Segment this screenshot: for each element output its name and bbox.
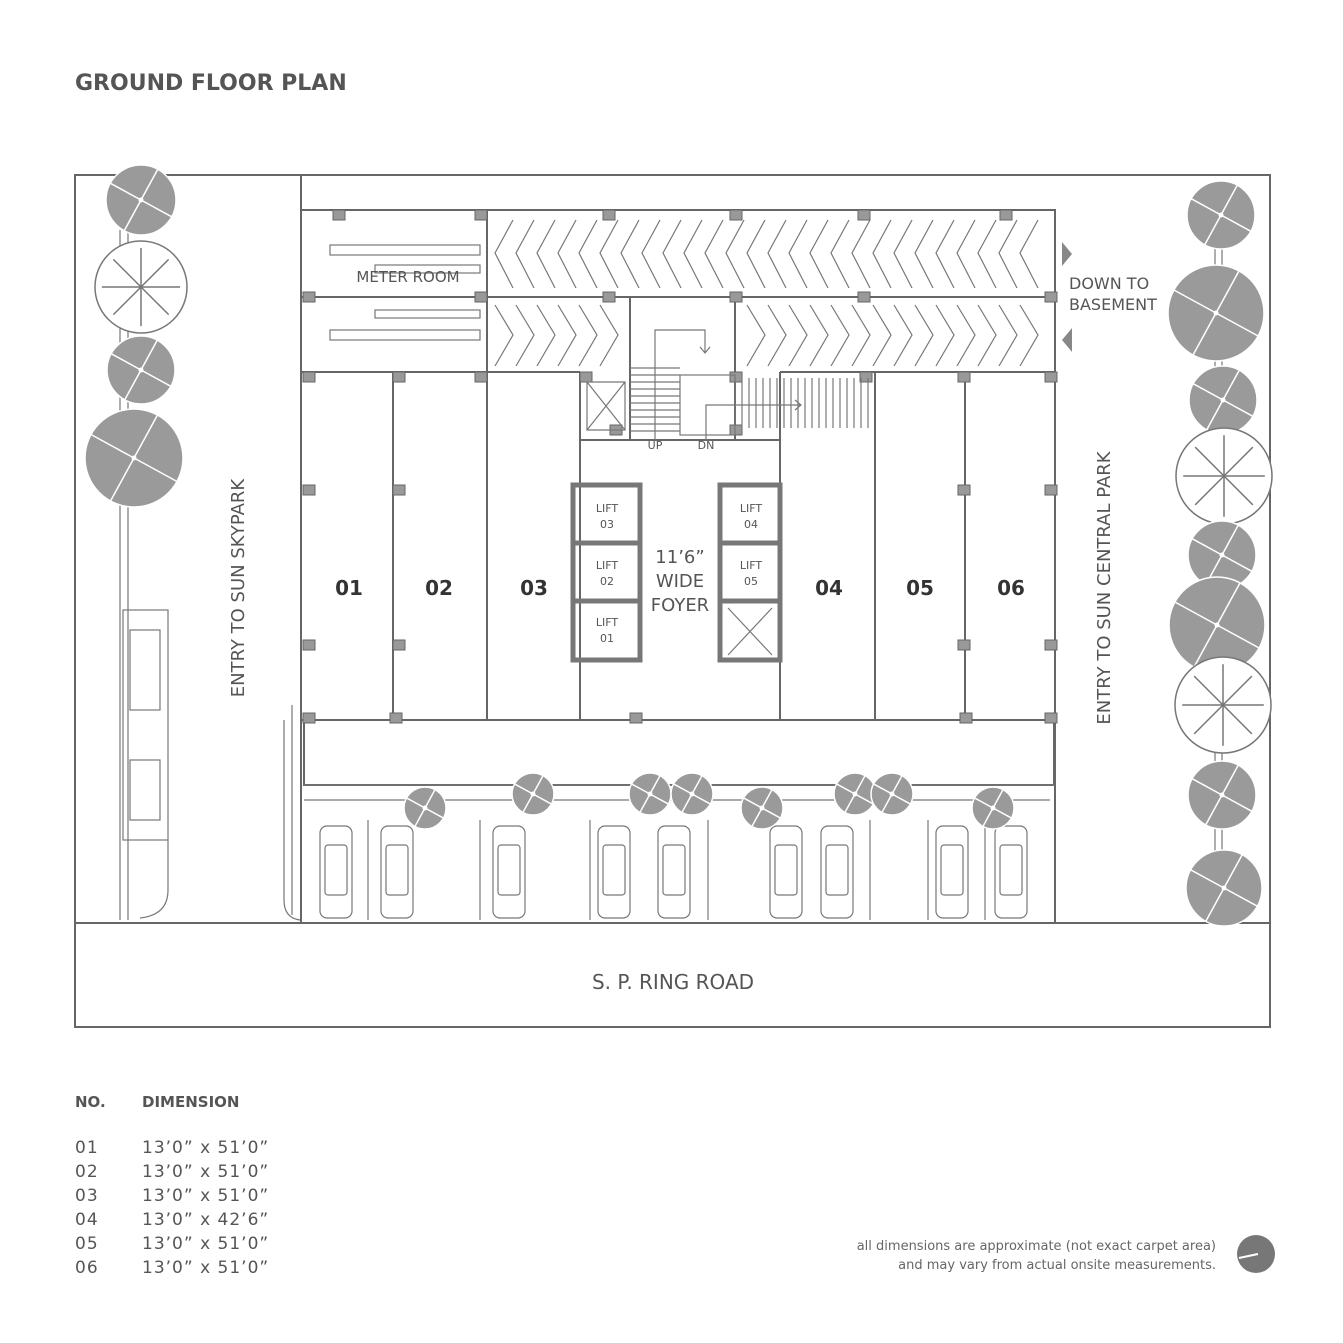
foyer-label: 11’6” WIDE FOYER — [651, 547, 709, 616]
tree-icon — [1188, 365, 1258, 435]
parking-ramp-chevrons — [494, 219, 1039, 367]
parking-cars — [319, 820, 1028, 920]
tree-icon — [106, 335, 176, 405]
shop-05: 05 — [906, 576, 934, 600]
tree-icon — [833, 772, 877, 816]
svg-text:DOWN TO: DOWN TO — [1069, 274, 1149, 293]
car-icon — [769, 825, 803, 919]
trees — [84, 164, 1273, 927]
entry-sun-central-park: ENTRY TO SUN CENTRAL PARK — [1094, 450, 1115, 724]
lift-05-no: 05 — [744, 575, 758, 588]
shop-04: 04 — [815, 576, 843, 600]
table-row: 06 13’0” x 51’0” — [75, 1258, 269, 1278]
row-no: 06 — [75, 1258, 99, 1278]
svg-text:UP: UP — [648, 439, 663, 452]
table-row: 04 13’0” x 42’6” — [75, 1210, 269, 1230]
staircase: UP DN — [586, 329, 869, 452]
table-row: 03 13’0” x 51’0” — [75, 1186, 269, 1206]
lift-01-no: 01 — [600, 632, 614, 645]
road-label: S. P. RING ROAD — [592, 970, 754, 994]
row-dimension: 13’0” x 51’0” — [142, 1258, 269, 1278]
svg-text:FOYER: FOYER — [651, 595, 709, 616]
row-no: 02 — [75, 1162, 99, 1182]
row-no: 04 — [75, 1210, 99, 1230]
col-no: NO. — [75, 1093, 106, 1111]
car-icon — [319, 825, 353, 919]
lift-02-no: 02 — [600, 575, 614, 588]
page-title: GROUND FLOOR PLAN — [75, 71, 347, 96]
dimension-table: NO. DIMENSION 01 13’0” x 51’0” 02 13’0” x 5… — [75, 1093, 269, 1278]
row-dimension: 13’0” x 51’0” — [142, 1162, 269, 1182]
tree-icon — [670, 772, 714, 816]
table-row: 01 13’0” x 51’0” — [75, 1138, 269, 1158]
down-to-basement: DOWN TO BASEMENT — [1062, 242, 1157, 352]
entry-sun-skypark: ENTRY TO SUN SKYPARK — [228, 478, 249, 698]
north-compass-icon — [1237, 1235, 1275, 1273]
car-icon — [820, 825, 854, 919]
site-boundary — [74, 174, 1271, 1028]
tree-icon — [870, 772, 914, 816]
row-no: 05 — [75, 1234, 99, 1254]
structural-columns — [302, 209, 1058, 724]
shop-01: 01 — [335, 576, 363, 600]
tree-icon — [740, 786, 784, 830]
disclaimer: all dimensions are approximate (not exac… — [857, 1239, 1216, 1273]
svg-text:BASEMENT: BASEMENT — [1069, 295, 1157, 314]
branch-tree-icon — [1174, 656, 1272, 754]
car-icon — [597, 825, 631, 919]
branch-tree-icon — [94, 240, 188, 334]
car-icon — [380, 825, 414, 919]
row-no: 01 — [75, 1138, 99, 1158]
tree-icon — [511, 772, 555, 816]
tree-icon — [1186, 180, 1256, 250]
tree-icon — [1185, 849, 1263, 927]
tree-icon — [403, 786, 447, 830]
row-dimension: 13’0” x 51’0” — [142, 1186, 269, 1206]
svg-text:WIDE: WIDE — [656, 571, 704, 592]
table-row: 02 13’0” x 51’0” — [75, 1162, 269, 1182]
lift-03-label: LIFT — [596, 502, 619, 515]
svg-text:11’6”: 11’6” — [655, 547, 704, 568]
tree-icon — [628, 772, 672, 816]
svg-text:all dimensions are approximate: all dimensions are approximate (not exac… — [857, 1239, 1216, 1254]
lift-03-no: 03 — [600, 518, 614, 531]
meter-room-label: METER ROOM — [356, 268, 459, 286]
row-dimension: 13’0” x 51’0” — [142, 1234, 269, 1254]
lift-02-label: LIFT — [596, 559, 619, 572]
car-icon — [657, 825, 691, 919]
lift-01-label: LIFT — [596, 616, 619, 629]
svg-text:DN: DN — [698, 439, 715, 452]
branch-tree-icon — [1175, 427, 1273, 525]
svg-text:and may vary from actual onsit: and may vary from actual onsite measurem… — [898, 1258, 1216, 1273]
shop-03: 03 — [520, 576, 548, 600]
shop-06: 06 — [997, 576, 1025, 600]
car-icon — [492, 825, 526, 919]
car-icon — [994, 825, 1028, 919]
lift-05-label: LIFT — [740, 559, 763, 572]
lift-04-label: LIFT — [740, 502, 763, 515]
tree-icon — [1187, 760, 1257, 830]
lift-04-no: 04 — [744, 518, 758, 531]
tree-icon — [84, 408, 184, 508]
lift-core-right — [717, 482, 783, 663]
row-no: 03 — [75, 1186, 99, 1206]
tree-icon — [105, 164, 177, 236]
building — [300, 209, 1056, 801]
shop-02: 02 — [425, 576, 453, 600]
car-icon — [935, 825, 969, 919]
lift-core-left — [570, 482, 643, 663]
col-dimension: DIMENSION — [142, 1093, 239, 1111]
tree-icon — [971, 786, 1015, 830]
table-row: 05 13’0” x 51’0” — [75, 1234, 269, 1254]
row-dimension: 13’0” x 51’0” — [142, 1138, 269, 1158]
tree-icon — [1167, 264, 1265, 362]
row-dimension: 13’0” x 42’6” — [142, 1210, 269, 1230]
